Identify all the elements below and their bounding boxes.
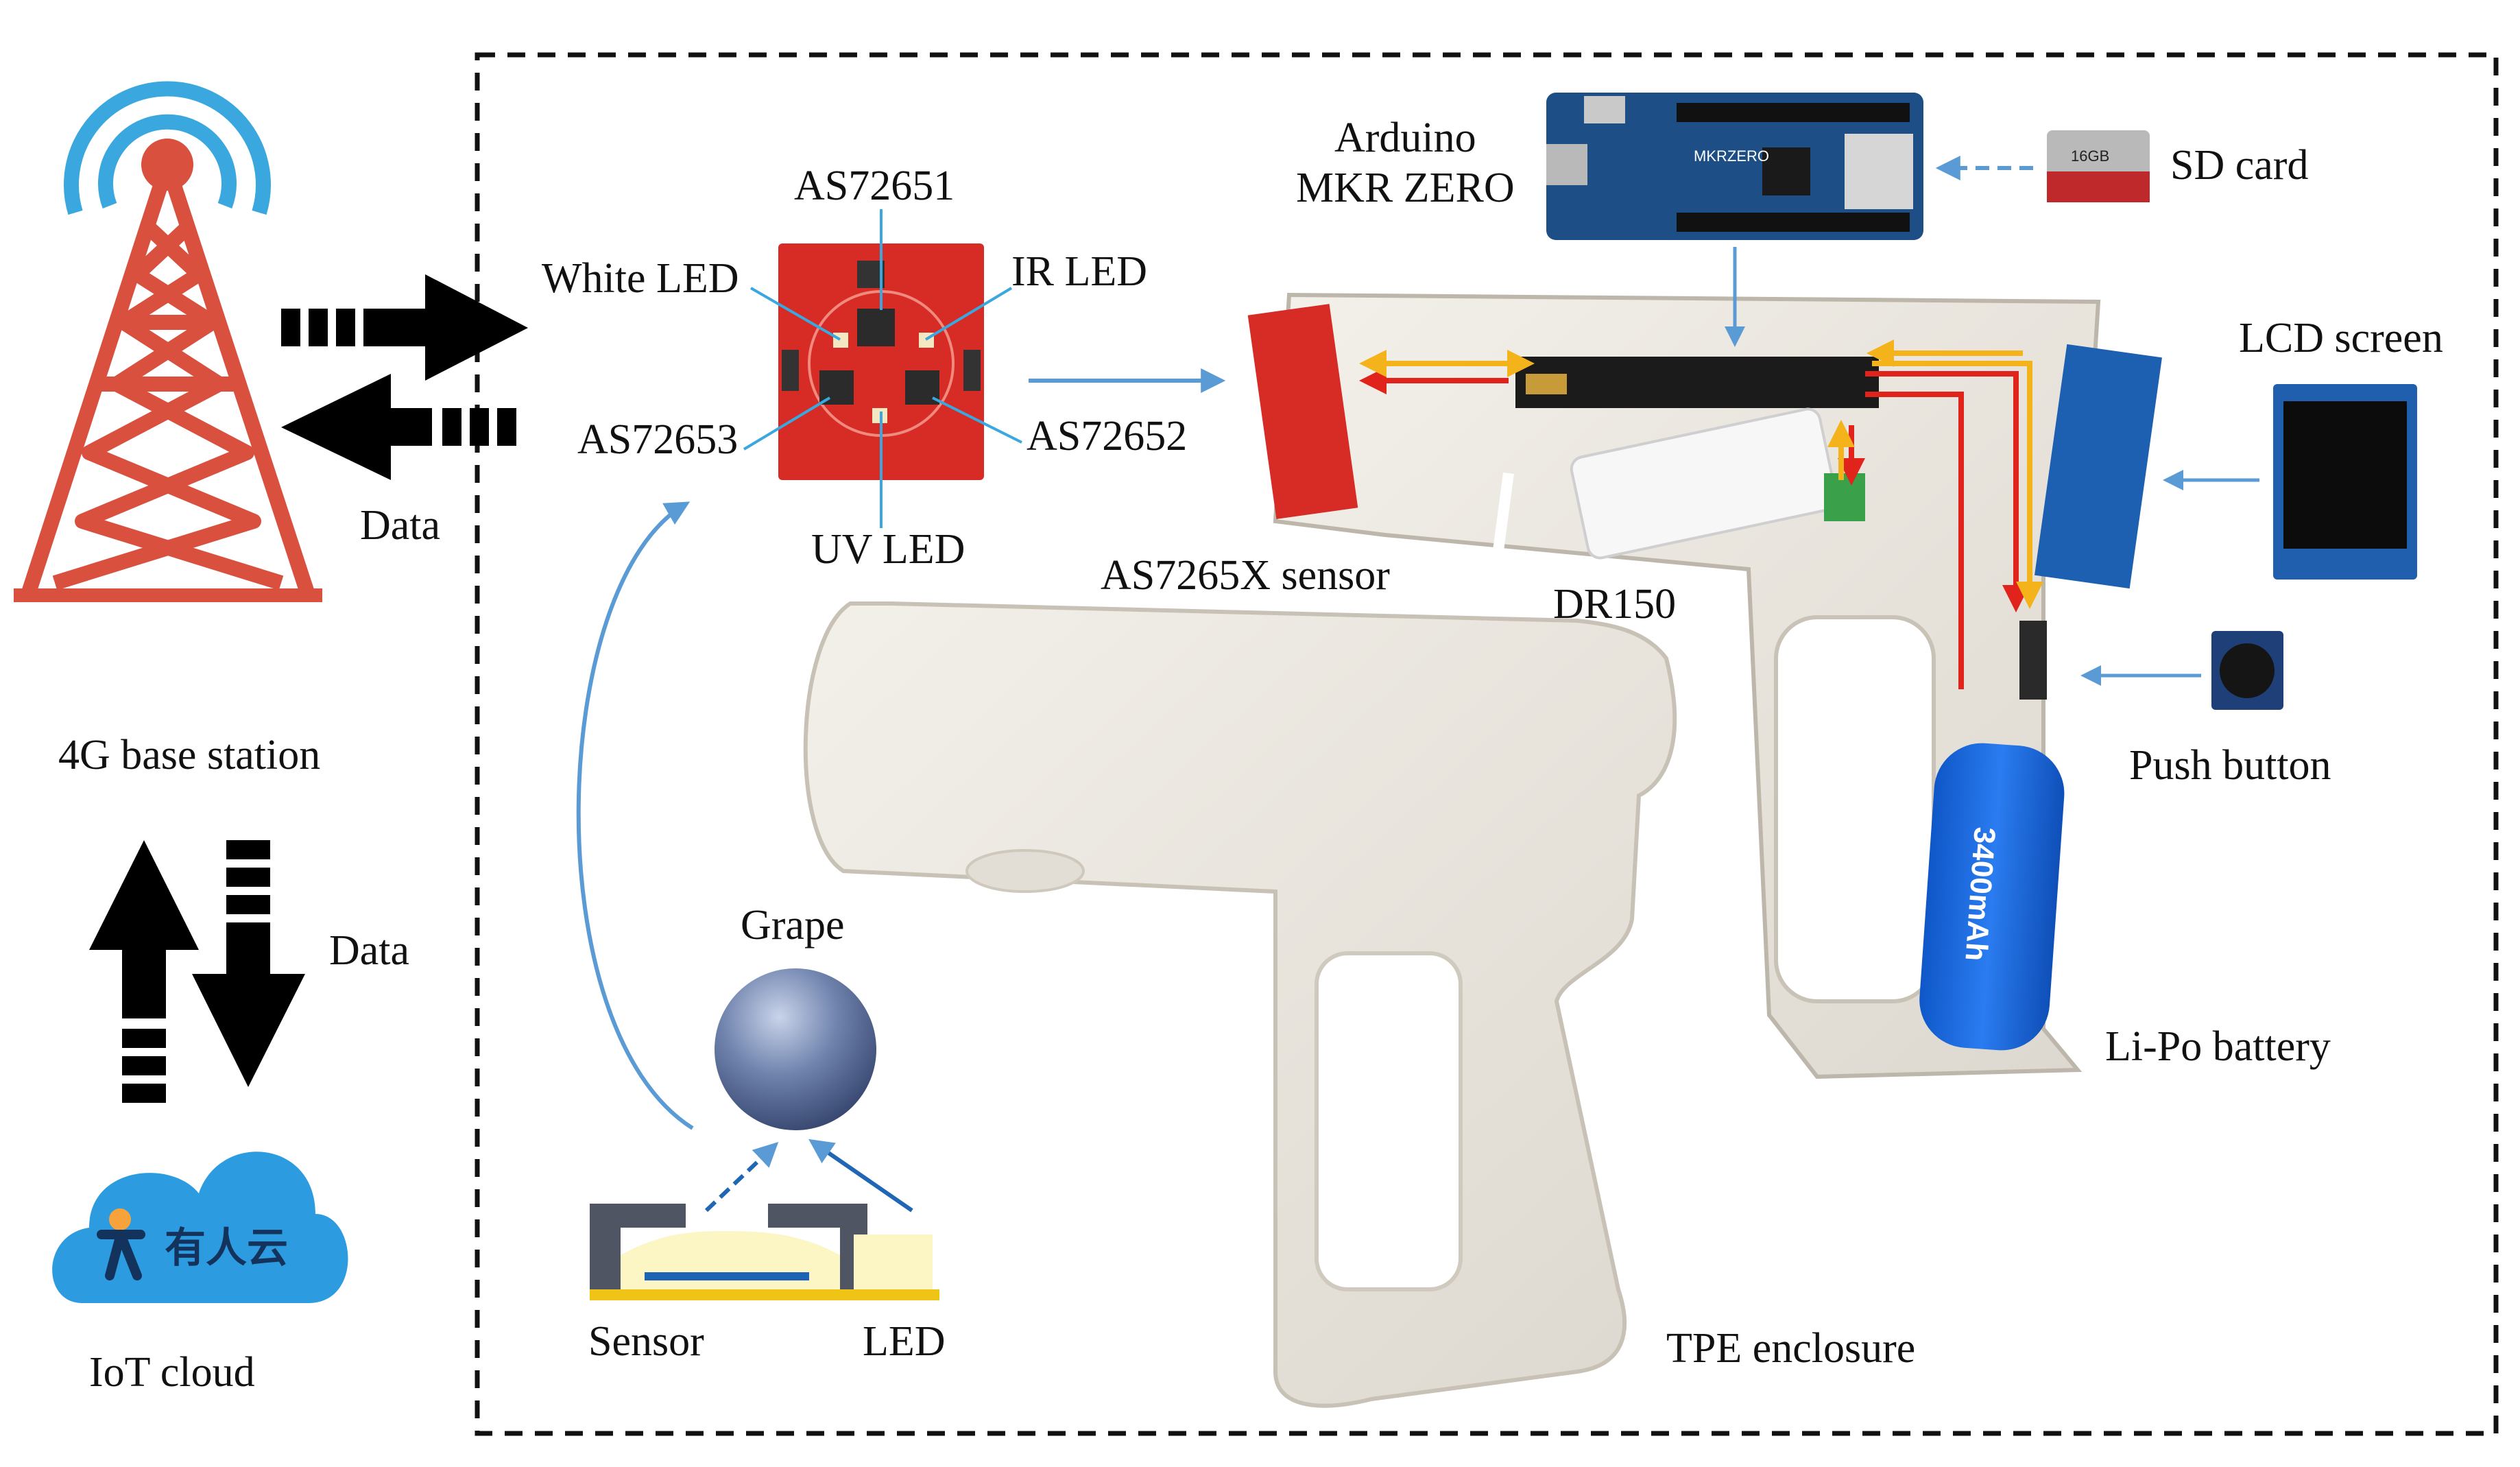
sensing-schematic [590, 1138, 939, 1300]
sensor-callout-lines [743, 209, 1022, 528]
base-station-label: 4G base station [58, 732, 321, 778]
sd-card: 16GB [2047, 130, 2150, 202]
mounted-push-button [2019, 621, 2047, 700]
arduino-label: Arduino MKR ZERO [1296, 115, 1515, 212]
uv-led-label: UV LED [811, 526, 965, 573]
battery: 3400mAh [1919, 743, 2065, 1051]
mounted-arduino [1515, 357, 1879, 408]
as7265x-board [778, 243, 984, 480]
sensor-label: Sensor [588, 1318, 704, 1365]
ir-led-label: IR LED [1011, 248, 1148, 295]
data-top-label: Data [360, 502, 441, 549]
iot-cloud-label: IoT cloud [89, 1349, 255, 1396]
push-button-label: Push button [2129, 742, 2331, 789]
dr150-label: DR150 [1553, 581, 1677, 628]
data-bidirectional-arrow [89, 840, 305, 1103]
open-enclosure-shell [1273, 292, 2101, 1080]
as72651-label: AS72651 [794, 163, 955, 209]
data-uplink-arrow [281, 274, 528, 381]
iot-cloud-icon [52, 1152, 348, 1303]
sd-capacity: 16GB [2071, 147, 2109, 165]
system-boundary [475, 52, 2499, 1436]
data-bottom-label: Data [329, 927, 410, 974]
wiring-red [1359, 367, 2030, 689]
data-downlink-arrow [281, 374, 516, 480]
battery-label: Li-Po battery [2105, 1023, 2331, 1070]
grape-label: Grape [741, 902, 845, 949]
light-path-arrow [576, 501, 694, 1130]
sensor-board-label: AS7265X sensor [1101, 552, 1390, 599]
sd-card-label: SD card [2170, 142, 2309, 189]
arduino-silk: MKRZERO [1694, 147, 1769, 165]
dr150-module [1489, 407, 1865, 577]
enclosure-label: TPE enclosure [1666, 1325, 1916, 1372]
lcd-module [2273, 384, 2417, 580]
base-station-icon [14, 81, 322, 602]
as72652-label: AS72652 [1027, 413, 1188, 460]
wiring-yellow [1359, 339, 2043, 609]
white-led-label: White LED [542, 255, 739, 302]
arduino-board: MKRZERO [1546, 93, 1923, 240]
mounted-lcd [2035, 344, 2162, 589]
closed-enclosure [803, 601, 1677, 1408]
grape-icon [715, 968, 876, 1130]
push-button-module [2211, 631, 2283, 710]
lcd-screen-label: LCD screen [2239, 315, 2443, 361]
led-label: LED [863, 1318, 946, 1365]
as72653-label: AS72653 [577, 416, 739, 463]
cloud-logo-text: 有人云 [165, 1224, 288, 1272]
mounted-sensor-board [1247, 304, 1358, 519]
